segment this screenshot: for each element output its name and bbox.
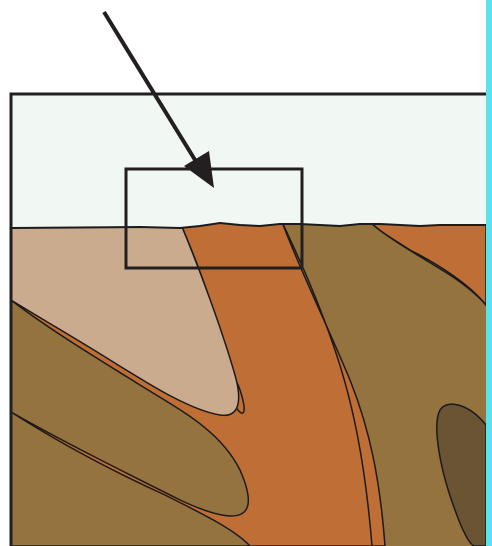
right-edge-strip [486, 0, 492, 546]
sky-region [11, 94, 486, 228]
